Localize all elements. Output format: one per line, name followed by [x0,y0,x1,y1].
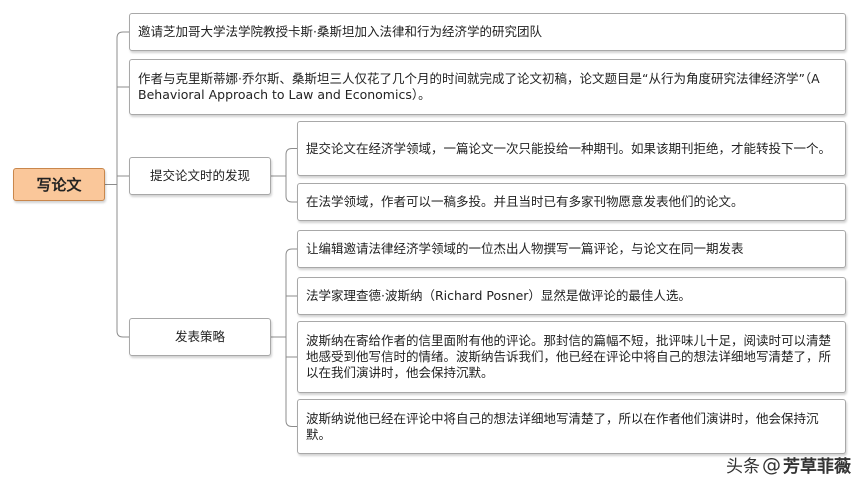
branch-node-submission-findings[interactable]: 提交论文时的发现 [129,157,271,195]
connector-strategy [271,248,297,427]
leaf-node-economics-journals[interactable]: 提交论文在经济学领域，一篇论文一次只能投给一种期刊。如果该期刊拒绝，才能转投下一… [297,121,846,176]
root-label: 写论文 [36,175,82,194]
leaf-node-posner-letter[interactable]: 波斯纳在寄给作者的信里面附有他的评论。那封信的篇幅不短，批评味儿十足，阅读时可以… [297,321,846,393]
branch-text: 作者与克里斯蒂娜·乔尔斯、桑斯坦三人仅花了几个月的时间就完成了论文初稿，论文题目… [138,71,820,102]
leaf-node-invite-commentary[interactable]: 让编辑邀请法律经济学领域的一位杰出人物撰写一篇评论，与论文在同一期发表 [297,230,846,268]
leaf-text: 让编辑邀请法律经济学领域的一位杰出人物撰写一篇评论，与论文在同一期发表 [306,241,744,256]
watermark-at: @ [762,453,781,476]
leaf-node-law-journals[interactable]: 在法学领域，作者可以一稿多投。并且当时已有多家刊物愿意发表他们的论文。 [297,183,846,221]
leaf-text: 提交论文在经济学领域，一篇论文一次只能投给一种期刊。如果该期刊拒绝，才能转投下一… [306,140,832,156]
leaf-text: 法学家理查德·波斯纳（Richard Posner）显然是做评论的最佳人选。 [306,288,691,303]
leaf-node-posner-silence[interactable]: 波斯纳说他已经在评论中将自己的想法详细地写清楚了，所以在作者他们演讲时，他会保持… [297,399,846,454]
watermark: 头条 @ 芳草菲薇 [726,452,851,478]
branch-node-publication-strategy[interactable]: 发表策略 [129,318,271,356]
connector-root [105,31,129,338]
branch-text: 发表策略 [174,329,225,344]
branch-text: 提交论文时的发现 [149,168,250,183]
connector-submission [271,148,297,203]
branch-text: 邀请芝加哥大学法学院教授卡斯·桑斯坦加入法律和行为经济学的研究团队 [138,24,542,39]
branch-node-invite[interactable]: 邀请芝加哥大学法学院教授卡斯·桑斯坦加入法律和行为经济学的研究团队 [129,13,846,51]
leaf-node-posner-choice[interactable]: 法学家理查德·波斯纳（Richard Posner）显然是做评论的最佳人选。 [297,277,846,315]
leaf-text: 在法学领域，作者可以一稿多投。并且当时已有多家刊物愿意发表他们的论文。 [306,194,744,209]
watermark-brand: 头条 [726,457,760,477]
leaf-text: 波斯纳说他已经在评论中将自己的想法详细地写清楚了，所以在作者他们演讲时，他会保持… [306,410,819,442]
branch-node-draft[interactable]: 作者与克里斯蒂娜·乔尔斯、桑斯坦三人仅花了几个月的时间就完成了论文初稿，论文题目… [129,59,846,115]
watermark-name: 芳草菲薇 [783,457,851,477]
root-node[interactable]: 写论文 [13,168,105,201]
leaf-text: 波斯纳在寄给作者的信里面附有他的评论。那封信的篇幅不短，批评味儿十足，阅读时可以… [306,333,832,380]
